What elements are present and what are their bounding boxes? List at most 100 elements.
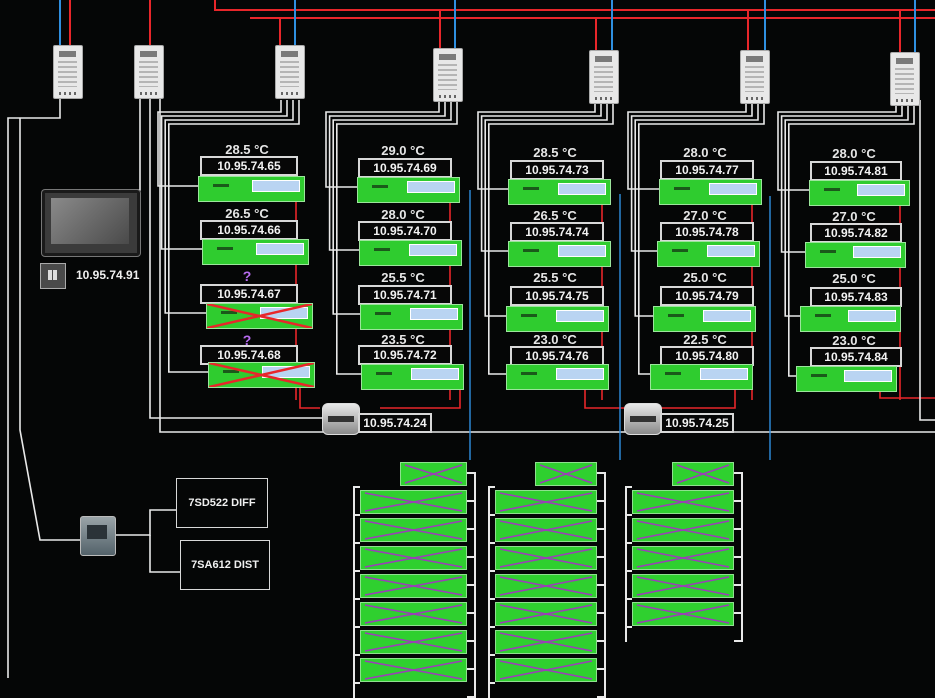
ups-display — [556, 310, 604, 322]
battery-module[interactable] — [495, 546, 597, 570]
battery-module[interactable] — [495, 490, 597, 514]
module-cross-icon — [364, 576, 463, 596]
battery-module[interactable] — [360, 602, 467, 626]
temperature-reading: 23.5 °C — [381, 332, 425, 347]
pdu-outlets — [139, 61, 158, 87]
ups-unit[interactable] — [198, 176, 305, 202]
ups-unit[interactable] — [202, 239, 309, 265]
battery-module[interactable] — [632, 490, 734, 514]
battery-module[interactable] — [360, 658, 467, 682]
pdu-outlets — [280, 61, 299, 87]
device-ip-label: 10.95.74.74 — [510, 222, 604, 242]
ups-display — [558, 245, 606, 257]
ups-unit[interactable] — [361, 364, 464, 390]
ups-unit[interactable] — [659, 179, 762, 205]
device-ip-label: 10.95.74.81 — [810, 161, 902, 181]
ups-logo — [375, 312, 391, 315]
battery-module[interactable] — [632, 574, 734, 598]
temperature-reading: 28.0 °C — [683, 145, 727, 160]
battery-rack[interactable] — [624, 454, 748, 642]
serial-gateway[interactable] — [80, 516, 116, 556]
workstation[interactable]: 10.95.74.91 — [40, 190, 140, 290]
ups-display — [853, 246, 901, 258]
module-cross-icon — [404, 464, 463, 484]
ups-logo — [824, 188, 840, 191]
battery-module[interactable] — [495, 658, 597, 682]
pdu-device[interactable] — [740, 50, 770, 104]
data-cable — [149, 95, 325, 419]
temperature-reading: 25.5 °C — [533, 270, 577, 285]
data-cable — [7, 95, 61, 678]
pdu-leds — [746, 97, 763, 100]
network-switch[interactable] — [624, 403, 662, 435]
battery-module[interactable] — [495, 630, 597, 654]
battery-module[interactable] — [535, 462, 597, 486]
battery-module[interactable] — [495, 574, 597, 598]
temperature-reading: 27.0 °C — [832, 209, 876, 224]
temperature-reading: 22.5 °C — [683, 332, 727, 347]
battery-module[interactable] — [360, 490, 467, 514]
ups-unit[interactable] — [357, 177, 460, 203]
ups-unit[interactable] — [508, 179, 611, 205]
ups-display — [410, 308, 458, 320]
module-cross-icon — [499, 604, 593, 624]
module-cross-icon — [636, 576, 730, 596]
ups-logo — [672, 249, 688, 252]
ups-unit[interactable] — [809, 180, 910, 206]
pdu-device[interactable] — [433, 48, 463, 102]
relay-7sd522[interactable]: 7SD522 DIFF — [176, 478, 268, 528]
ups-display — [407, 181, 455, 193]
pdu-device[interactable] — [589, 50, 619, 104]
ups-display — [256, 243, 304, 255]
battery-module[interactable] — [360, 546, 467, 570]
ups-unit[interactable] — [653, 306, 756, 332]
pdu-leds — [140, 92, 157, 95]
temperature-reading: 23.0 °C — [832, 333, 876, 348]
ups-unit[interactable] — [360, 304, 463, 330]
battery-module[interactable] — [360, 518, 467, 542]
battery-rack[interactable] — [487, 454, 611, 698]
pdu-device[interactable] — [134, 45, 164, 99]
pdu-leds — [595, 97, 612, 100]
ups-unit[interactable] — [206, 303, 313, 329]
battery-module[interactable] — [632, 518, 734, 542]
fault-cross-icon — [207, 304, 312, 328]
workstation-ip: 10.95.74.91 — [76, 268, 140, 282]
data-cable — [784, 100, 909, 317]
battery-module[interactable] — [632, 602, 734, 626]
battery-module[interactable] — [360, 574, 467, 598]
ups-display — [556, 368, 604, 380]
device-ip-label: 10.95.74.73 — [510, 160, 604, 180]
battery-module[interactable] — [360, 630, 467, 654]
pdu-device[interactable] — [890, 52, 920, 106]
module-cross-icon — [499, 492, 593, 512]
ups-unit[interactable] — [657, 241, 760, 267]
network-switch[interactable] — [322, 403, 360, 435]
ups-unit[interactable] — [805, 242, 906, 268]
battery-module[interactable] — [632, 546, 734, 570]
module-cross-icon — [636, 520, 730, 540]
battery-module[interactable] — [495, 518, 597, 542]
ups-unit[interactable] — [506, 306, 609, 332]
battery-rack[interactable] — [352, 454, 481, 698]
pdu-device[interactable] — [275, 45, 305, 99]
pdu-device[interactable] — [53, 45, 83, 99]
ups-unit[interactable] — [208, 362, 315, 388]
data-cable — [168, 100, 300, 373]
relay-7sa612[interactable]: 7SA612 DIST — [180, 540, 270, 590]
battery-module[interactable] — [495, 602, 597, 626]
ups-logo — [221, 311, 237, 314]
battery-module[interactable] — [672, 462, 734, 486]
switch-ports — [328, 416, 354, 422]
battery-module[interactable] — [400, 462, 467, 486]
ups-unit[interactable] — [359, 240, 462, 266]
ups-unit[interactable] — [506, 364, 609, 390]
ups-unit[interactable] — [650, 364, 753, 390]
module-cross-icon — [364, 660, 463, 680]
device-ip-label: 10.95.74.82 — [810, 223, 902, 243]
ups-unit[interactable] — [796, 366, 897, 392]
ups-display — [844, 370, 892, 382]
module-cross-icon — [364, 492, 463, 512]
ups-unit[interactable] — [800, 306, 901, 332]
ups-unit[interactable] — [508, 241, 611, 267]
